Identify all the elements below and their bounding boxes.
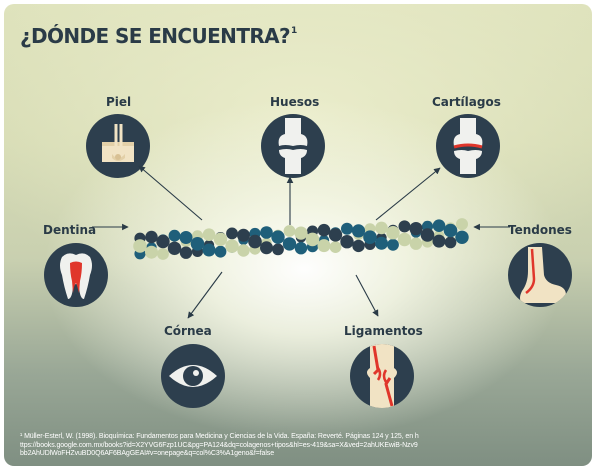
label-cornea: Córnea — [164, 324, 212, 338]
label-cartilagos: Cartílagos — [432, 95, 501, 109]
ligament-bone-icon — [350, 344, 414, 408]
skin-hair-icon — [86, 114, 150, 178]
foot-tendon-icon — [508, 243, 572, 307]
label-tendones: Tendones — [508, 223, 572, 237]
footnote-marker: 1 — [291, 26, 297, 36]
label-piel: Piel — [106, 95, 132, 109]
infographic-card: ¿DÓNDE SE ENCUENTRA?1 Piel Huesos Cartíl… — [4, 4, 592, 466]
page-title: ¿DÓNDE SE ENCUENTRA?1 — [20, 24, 297, 48]
tooth-icon — [44, 243, 108, 307]
eye-icon — [161, 344, 225, 408]
knee-joint-icon — [261, 114, 325, 178]
footnote: ¹ Müller-Esterl, W. (1998). Bioquímica: … — [20, 433, 419, 457]
label-ligamentos: Ligamentos — [344, 324, 423, 338]
label-huesos: Huesos — [270, 95, 320, 109]
cartilage-joint-icon — [436, 114, 500, 178]
label-dentina: Dentina — [43, 223, 97, 237]
